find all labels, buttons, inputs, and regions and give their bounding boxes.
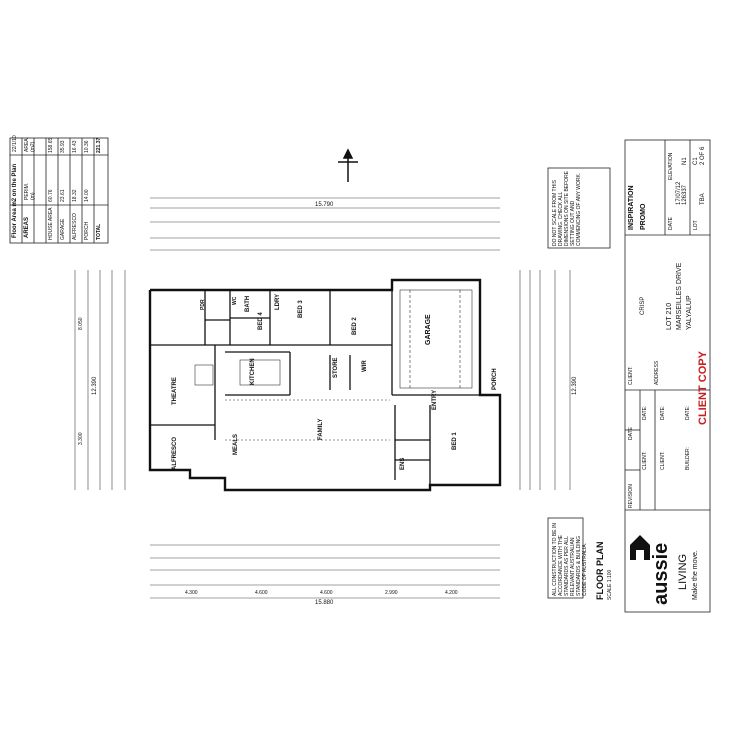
date-label: DATE <box>668 217 674 230</box>
sign-field: CLIENT: <box>642 451 648 470</box>
design-sub: PROMO <box>640 203 647 230</box>
dim-bottom-segment: 4.200 <box>445 590 458 596</box>
areas-row-area: 16.43 <box>72 140 78 153</box>
note-bottom: ALL CONSTRUCTION TO BE IN ACCORDANCE WIT… <box>552 523 588 596</box>
areas-row-area: 10.36 <box>84 140 90 153</box>
areas-row-area: 35.93 <box>60 140 66 153</box>
room-label-ens: ENS <box>400 457 406 470</box>
areas-row-name: TOTAL <box>96 223 102 240</box>
elevation-value: N1 <box>682 157 688 165</box>
room-label-theatre: THEATRE <box>172 377 178 405</box>
client-value: CRISP <box>640 296 646 315</box>
bottom-note-box <box>547 517 584 599</box>
client-copy-stamp: CLIENT COPY <box>697 351 709 425</box>
brand-name: aussie <box>650 542 672 605</box>
dim-bottom-segment: 2.990 <box>385 590 398 596</box>
north-arrow-icon <box>338 148 358 182</box>
dim-bottom-segment: 4.600 <box>320 590 333 596</box>
areas-table-title: Floor Area m2 on the Plan <box>12 163 18 238</box>
sheet-value: 2 OF 6 <box>700 146 706 165</box>
dim-bottom-segment: 4.300 <box>185 590 198 596</box>
areas-row-name: ALFRESCO <box>72 213 78 240</box>
areas-table-heading: AREAS <box>24 216 30 238</box>
design-name: INSPIRATION <box>628 185 635 230</box>
room-label-family: FAMILY <box>318 418 324 440</box>
client-label: CLIENT: <box>628 366 634 385</box>
sign-field: BUILDER: <box>685 446 691 470</box>
floor-plan-interior <box>150 290 480 485</box>
areas-table-frame <box>9 137 109 244</box>
sign-field: DATE: <box>642 405 648 420</box>
room-label-pdr: PDR <box>200 299 206 310</box>
dim-left-segment: 3.300 <box>78 432 84 445</box>
dim-left-segment: 8.050 <box>78 317 84 330</box>
room-label-bath: BATH <box>245 295 251 312</box>
room-label-wc: WC <box>232 296 238 305</box>
room-label-bed4: BED 4 <box>258 312 264 330</box>
areas-col-perim-unit: (m) <box>30 192 36 201</box>
areas-row-name: HOUSE AREA <box>48 207 54 240</box>
title-block-frame <box>624 139 711 613</box>
areas-row-perim: 60.76 <box>48 189 54 202</box>
dim-overall-top: 15.790 <box>315 202 334 208</box>
areas-table-date: 22/1/10 <box>12 135 18 152</box>
room-label-entry: ENTRY <box>432 389 438 410</box>
areas-row-name: PORCH <box>84 221 90 240</box>
floor-plan-title: FLOOR PLAN <box>595 541 605 601</box>
room-label-bed2: BED 2 <box>352 317 358 335</box>
areas-row-perim: 23.61 <box>60 189 66 202</box>
room-label-bed3: BED 3 <box>298 300 304 318</box>
top-note-box <box>547 167 611 249</box>
dim-overall-bottom: 15.880 <box>315 600 334 606</box>
dimension-lines <box>74 197 571 599</box>
dim-overall-left: 12.390 <box>92 376 98 395</box>
room-label-porch: PORCH <box>492 368 498 390</box>
address-label: ADDRESS <box>654 360 660 385</box>
room-label-ldry: LDRY <box>275 293 281 310</box>
address-line: YALYALUP <box>686 295 693 330</box>
sign-field: DATE: <box>685 405 691 420</box>
areas-row-perim: 18.32 <box>72 189 78 202</box>
aussie-logo-house-icon <box>630 535 650 560</box>
areas-row-name: GARAGE <box>60 218 66 240</box>
room-label-alfresco: ALFRESCO <box>172 437 178 470</box>
brand-sub: LIVING <box>677 553 689 590</box>
dim-bottom-segment: 4.600 <box>255 590 268 596</box>
dim-overall-right: 12.390 <box>572 376 578 395</box>
date-heading: DATE <box>628 427 634 440</box>
room-label-kitchen: KITCHEN <box>250 358 256 385</box>
sign-field: CLIENT: <box>660 451 666 470</box>
revision-heading: REVISION <box>628 484 634 508</box>
address-line: MARSEILLES DRIVE <box>676 262 683 330</box>
room-label-garage: GARAGE <box>425 314 432 345</box>
revision-value: C1 <box>693 157 699 165</box>
room-label-store: STORE <box>333 357 339 378</box>
job-value: 126337 <box>682 184 688 205</box>
areas-row-area: 158.65 <box>48 137 54 153</box>
lot-label: LOT <box>693 220 699 230</box>
elevation-label: ELEVATION <box>668 152 674 180</box>
floor-plan-scale: SCALE 1:100 <box>607 569 613 600</box>
areas-row-area: 221.37 <box>96 137 102 153</box>
room-label-bed1: BED 1 <box>452 432 458 450</box>
sign-field: DATE: <box>660 405 666 420</box>
areas-row-perim: 14.00 <box>84 189 90 202</box>
brand-tagline: Make the move. <box>692 550 699 600</box>
room-label-wir: WIR <box>362 360 368 372</box>
areas-col-area-unit: (m2) <box>30 141 36 152</box>
lot-value: TBA <box>700 193 706 205</box>
address-line: LOT 210 <box>666 302 673 330</box>
room-label-meals: MEALS <box>233 434 239 455</box>
note-top: DO NOT SCALE FROM THIS DRAWING. CHECK AL… <box>552 170 582 246</box>
